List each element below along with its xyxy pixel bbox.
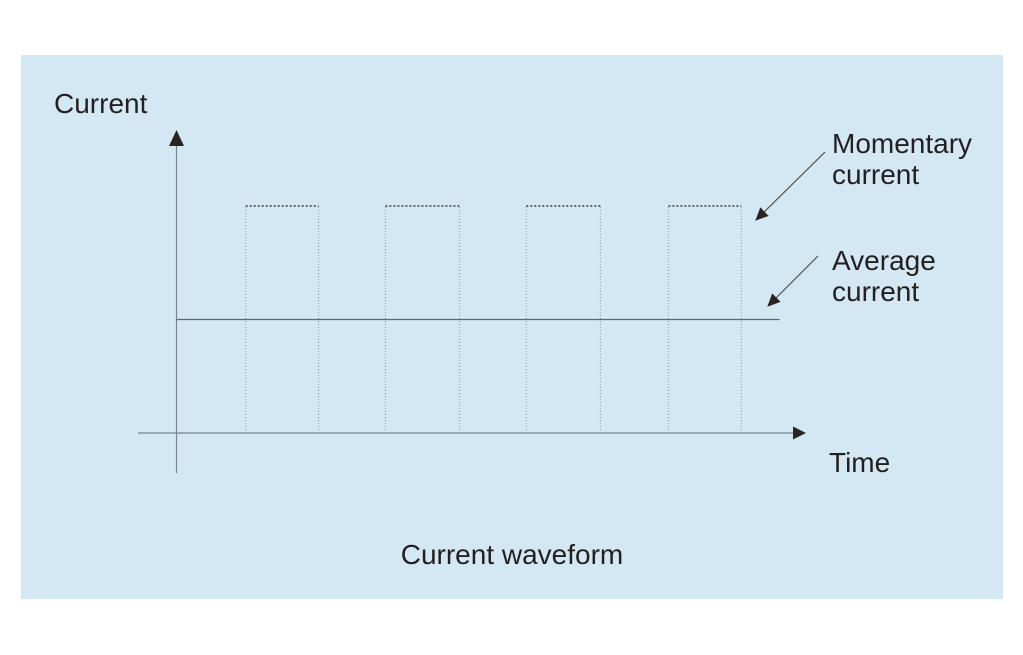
momentary-current-pulses (245, 205, 742, 433)
diagram-panel (21, 55, 1003, 599)
y-axis-label: Current (54, 88, 148, 119)
momentary-current-arrow (755, 151, 826, 221)
average-current-label: Average current (832, 245, 936, 307)
momentary-current-label: Momentary current (832, 128, 973, 190)
y-axis-arrowhead (169, 130, 184, 146)
average-current-arrow (767, 255, 819, 307)
figure-caption: Current waveform (400, 539, 624, 570)
x-axis-arrowhead (793, 426, 806, 440)
x-axis-label: Time (829, 447, 891, 478)
